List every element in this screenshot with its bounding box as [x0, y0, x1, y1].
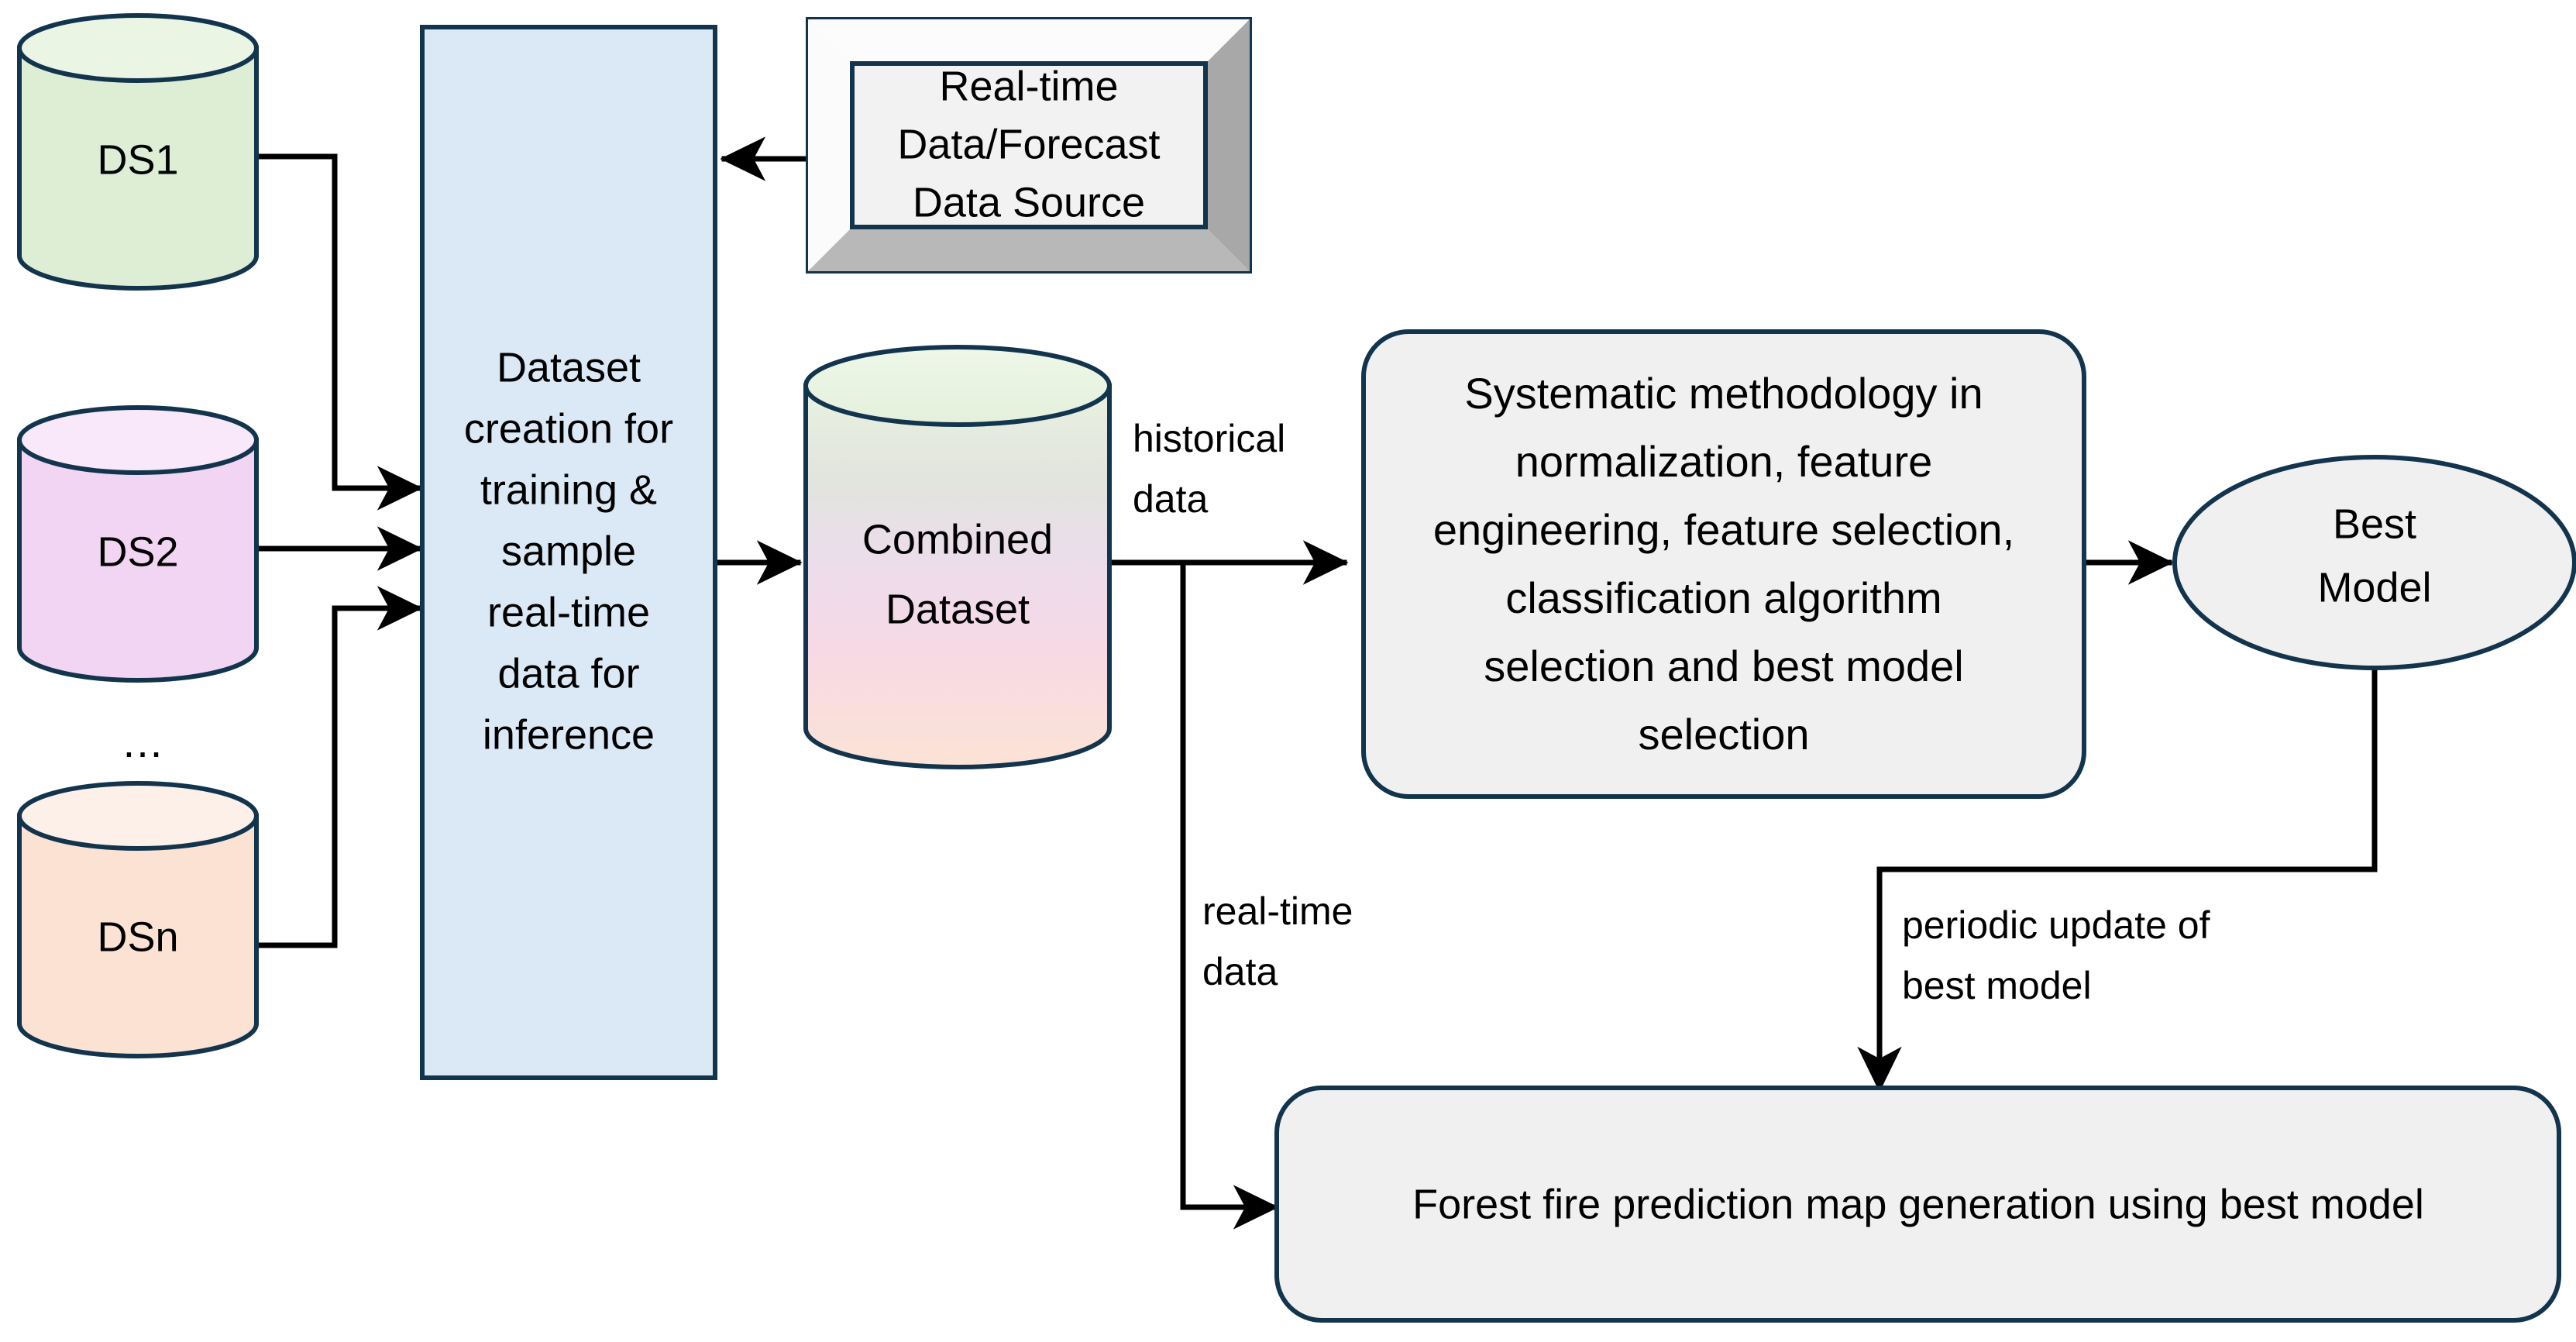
- ds1-body: [17, 46, 259, 291]
- realtime-source-bevel-left: [808, 19, 852, 271]
- datasource-ellipsis: ...: [123, 717, 164, 766]
- node-combined-dataset[interactable]: Combined Dataset: [803, 345, 1112, 769]
- best-model-ellipse: [2172, 455, 2576, 670]
- combined-dataset-top-ellipse: [803, 345, 1112, 427]
- dataset-creation-line-7: inference: [483, 711, 655, 758]
- ds2-label: DS2: [97, 528, 178, 575]
- realtime-source-bevel-right: [1205, 19, 1250, 271]
- methodology-line-4: classification algorithm: [1505, 573, 1941, 622]
- node-realtime-data-source[interactable]: Real-time Data/Forecast Data Source: [806, 17, 1252, 274]
- dataset-creation-box: [420, 25, 717, 1080]
- datasource-cylinder-dsn[interactable]: DSn: [17, 781, 259, 1058]
- dsn-top-ellipse: [17, 781, 259, 851]
- node-best-model[interactable]: Best Model: [2172, 455, 2576, 670]
- realtime-source-line-1: Real-time: [939, 63, 1118, 109]
- methodology-line-6: selection: [1638, 710, 1809, 759]
- prediction-map-box: [1274, 1086, 2561, 1323]
- methodology-line-3: engineering, feature selection,: [1433, 505, 2014, 554]
- edge-best-model-to-prediction-map: [1857, 665, 2378, 1093]
- edge-ds1-to-dataset-creation: [253, 153, 423, 511]
- node-methodology[interactable]: Systematic methodology in normalization,…: [1361, 329, 2086, 799]
- periodic-update-line-2: best model: [1902, 964, 2092, 1007]
- methodology-line-1: Systematic methodology in: [1464, 369, 1983, 418]
- dataset-creation-line-3: training &: [480, 466, 657, 513]
- best-model-line-1: Best: [2333, 501, 2416, 547]
- node-dataset-creation[interactable]: Dataset creation for training & sample r…: [420, 25, 717, 1080]
- datasource-cylinder-ds2[interactable]: DS2: [17, 405, 259, 683]
- datasource-cylinder-ds1[interactable]: DS1: [17, 13, 259, 291]
- edge-dsn-to-dataset-creation: [253, 586, 423, 948]
- edge-combined-to-prediction-map: [1180, 559, 1279, 1230]
- combined-dataset-line-2: Dataset: [886, 586, 1030, 632]
- methodology-line-2: normalization, feature: [1515, 437, 1933, 486]
- node-prediction-map[interactable]: Forest fire prediction map generation us…: [1274, 1086, 2561, 1323]
- dsn-body: [17, 814, 259, 1058]
- edge-label-historical-data: historical data: [1133, 417, 1285, 521]
- realtime-source-bevel-top: [808, 19, 1250, 64]
- prediction-map-line-1: Forest fire prediction map generation us…: [1412, 1181, 2424, 1227]
- dataset-creation-line-5: real-time: [487, 589, 650, 635]
- methodology-line-5: selection and best model: [1484, 642, 1964, 690]
- best-model-line-2: Model: [2317, 564, 2431, 611]
- combined-dataset-body: [803, 384, 1112, 769]
- dsn-label: DSn: [97, 914, 178, 960]
- historical-data-line-1: historical: [1133, 417, 1285, 460]
- realtime-source-bevel-bottom: [808, 227, 1250, 271]
- edge-label-periodic-update: periodic update of best model: [1902, 903, 2210, 1007]
- historical-data-line-2: data: [1133, 477, 1209, 521]
- dataset-creation-line-2: creation for: [464, 405, 673, 452]
- dataset-creation-line-6: data for: [497, 650, 639, 697]
- combined-dataset-line-1: Combined: [862, 516, 1053, 563]
- edge-label-realtime-data: real-time data: [1202, 890, 1353, 993]
- realtime-source-line-3: Data Source: [913, 179, 1145, 225]
- ds2-body: [17, 438, 259, 683]
- realtime-source-inner-face: [850, 61, 1208, 229]
- dataset-creation-line-4: sample: [501, 528, 636, 574]
- realtime-data-line-1: real-time: [1202, 890, 1353, 933]
- periodic-update-line-1: periodic update of: [1902, 903, 2210, 947]
- ds1-label: DS1: [97, 136, 178, 183]
- ds1-top-ellipse: [17, 13, 259, 83]
- ds2-top-ellipse: [17, 405, 259, 475]
- realtime-source-line-2: Data/Forecast: [897, 121, 1160, 167]
- edges-layer: [253, 136, 2378, 1230]
- realtime-data-line-2: data: [1202, 950, 1278, 993]
- methodology-box: [1361, 329, 2086, 799]
- dataset-creation-line-1: Dataset: [497, 344, 641, 391]
